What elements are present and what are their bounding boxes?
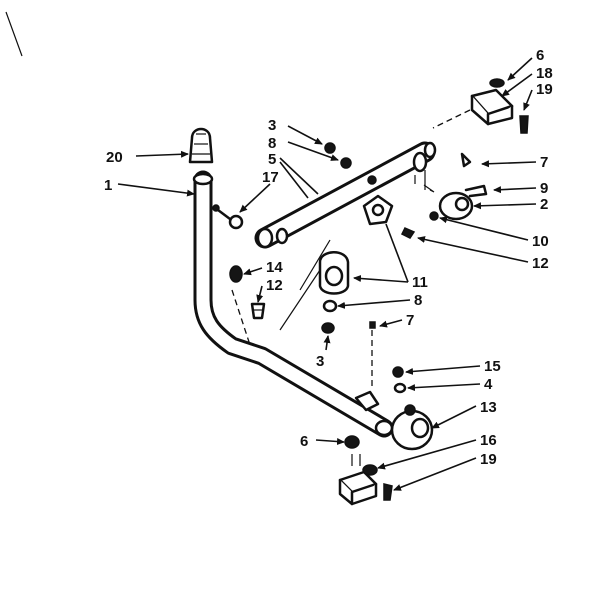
callout-6-lower: 6: [300, 433, 308, 450]
callout-6: 6: [536, 47, 544, 64]
callout-12: 12: [532, 255, 549, 272]
callout-15: 15: [484, 358, 501, 375]
tube-end-cap: [188, 127, 214, 164]
washer-3-lower: [321, 322, 335, 334]
leader-lines: [117, 57, 537, 491]
callout-3: 3: [268, 117, 276, 134]
bolt-17: [212, 204, 244, 230]
callout-19: 19: [536, 81, 553, 98]
callout-5: 5: [268, 151, 276, 168]
swivel-center: [362, 175, 416, 239]
callout-12-lower: 12: [266, 277, 283, 294]
callout-2: 2: [540, 196, 548, 213]
callout-13: 13: [480, 399, 497, 416]
bolt-7-lower: [369, 321, 376, 388]
scan-mark: [5, 11, 23, 57]
upper-rail: [254, 141, 437, 249]
callout-8-lower: 8: [414, 292, 422, 309]
callout-7: 7: [540, 154, 548, 171]
washer-8-lower: [322, 299, 338, 313]
callout-8: 8: [268, 135, 276, 152]
bracket-bottom: [338, 435, 393, 506]
callout-17: 17: [262, 169, 279, 186]
callout-20: 20: [106, 149, 123, 166]
callout-16: 16: [480, 432, 497, 449]
callout-3-lower: 3: [316, 353, 324, 370]
callout-10: 10: [532, 233, 549, 250]
callout-4: 4: [484, 376, 493, 393]
parts-14-12: [229, 265, 266, 320]
callout-18: 18: [536, 65, 553, 82]
callout-11: 11: [412, 274, 428, 291]
main-tube: [192, 170, 394, 438]
clamp-11: [279, 239, 350, 331]
callout-14: 14: [266, 259, 283, 276]
caster-lower: [354, 366, 434, 451]
callout-19-lower: 19: [480, 451, 497, 468]
nut-8-top: [340, 157, 352, 169]
callout-1: 1: [104, 177, 112, 194]
callout-7-lower: 7: [406, 312, 414, 329]
callout-9: 9: [540, 180, 548, 197]
washer-3-top: [324, 142, 336, 154]
wheel-upper: [423, 152, 488, 221]
callout-labels: 20 1 3 8 5 17 6 18 19 7 9 2 10 12 14 12 …: [104, 47, 553, 468]
